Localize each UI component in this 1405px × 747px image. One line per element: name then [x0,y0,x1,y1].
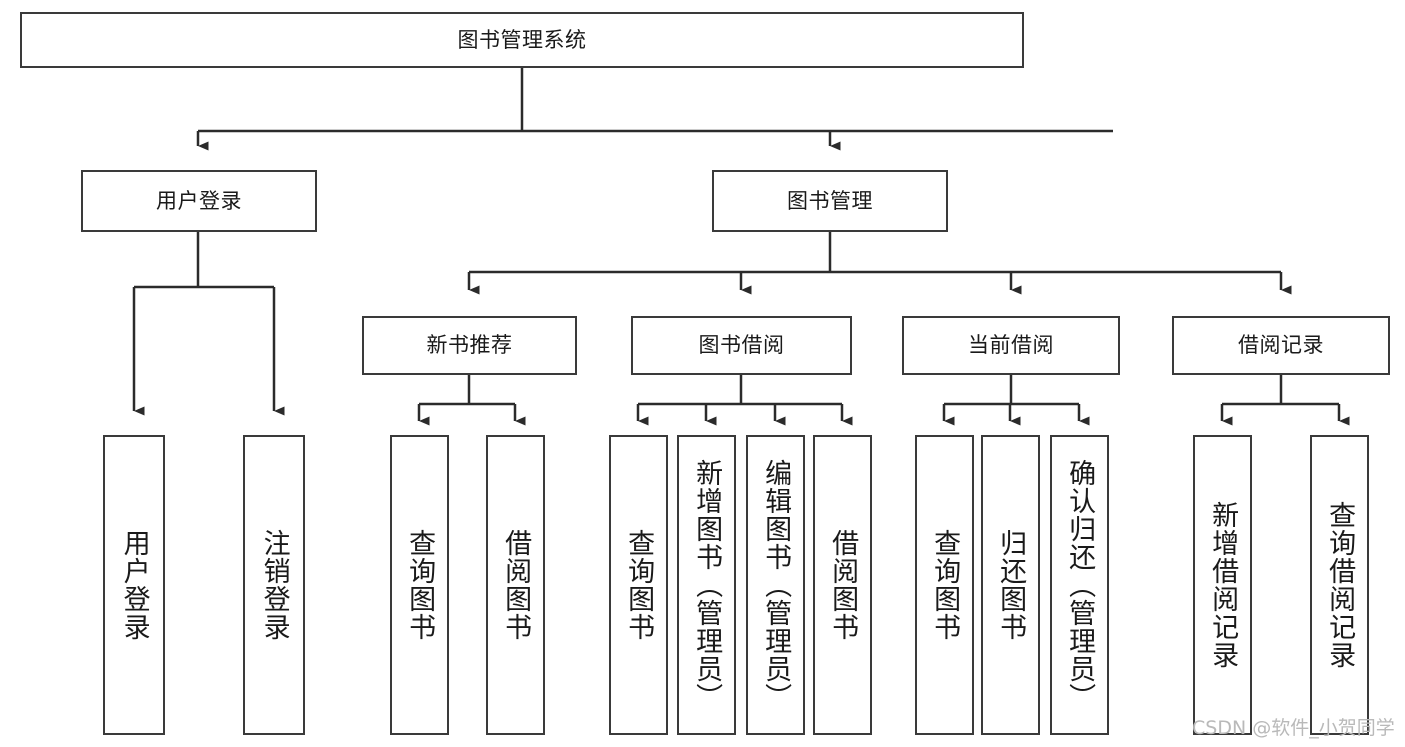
node-leaf-borrow-book-1-label: 借阅图书 [500,529,532,641]
node-leaf-query-book-3[interactable]: 查询图书 [915,435,974,735]
node-new-book-rec-label: 新书推荐 [426,333,513,357]
node-root-label: 图书管理系统 [457,27,587,52]
node-current-borrow-label: 当前借阅 [968,333,1054,357]
node-user-login[interactable]: 用户登录 [81,170,317,232]
node-leaf-query-book-3-label: 查询图书 [929,529,961,641]
node-leaf-borrow-book-1[interactable]: 借阅图书 [486,435,545,735]
node-leaf-user-logout[interactable]: 注销登录 [243,435,305,735]
node-new-book-rec[interactable]: 新书推荐 [362,316,577,375]
node-leaf-query-book-2[interactable]: 查询图书 [609,435,668,735]
node-leaf-borrow-book-2[interactable]: 借阅图书 [813,435,872,735]
node-leaf-confirm-return[interactable]: 确认归还（管理员） [1050,435,1109,735]
node-book-manage[interactable]: 图书管理 [712,170,948,232]
node-leaf-add-record[interactable]: 新增借阅记录 [1193,435,1252,735]
node-leaf-add-book[interactable]: 新增图书（管理员） [677,435,736,735]
node-current-borrow[interactable]: 当前借阅 [902,316,1120,375]
node-leaf-add-book-label: 新增图书（管理员） [691,459,723,711]
node-leaf-borrow-book-2-label: 借阅图书 [827,529,859,641]
node-leaf-user-login-label: 用户登录 [118,529,150,641]
node-leaf-add-record-label: 新增借阅记录 [1207,501,1239,669]
node-leaf-user-login[interactable]: 用户登录 [103,435,165,735]
node-leaf-edit-book-label: 编辑图书（管理员） [760,459,792,711]
node-leaf-return-book[interactable]: 归还图书 [981,435,1040,735]
node-leaf-edit-book[interactable]: 编辑图书（管理员） [746,435,805,735]
node-borrow-record-label: 借阅记录 [1238,333,1324,357]
node-leaf-return-book-label: 归还图书 [995,529,1027,641]
node-user-login-label: 用户登录 [156,188,242,213]
node-book-borrow[interactable]: 图书借阅 [631,316,852,375]
node-leaf-query-book-2-label: 查询图书 [623,529,655,641]
node-leaf-query-record-label: 查询借阅记录 [1324,501,1356,669]
node-book-borrow-label: 图书借阅 [698,333,785,357]
watermark-csdn: CSDN @软件_小贺同学 [1192,717,1395,739]
node-book-manage-label: 图书管理 [787,188,873,213]
node-leaf-user-logout-label: 注销登录 [258,529,290,641]
node-leaf-confirm-return-label: 确认归还（管理员） [1064,459,1096,711]
node-leaf-query-book-1-label: 查询图书 [404,529,436,641]
node-leaf-query-book-1[interactable]: 查询图书 [390,435,449,735]
node-borrow-record[interactable]: 借阅记录 [1172,316,1390,375]
node-leaf-query-record[interactable]: 查询借阅记录 [1310,435,1369,735]
node-root[interactable]: 图书管理系统 [20,12,1024,68]
